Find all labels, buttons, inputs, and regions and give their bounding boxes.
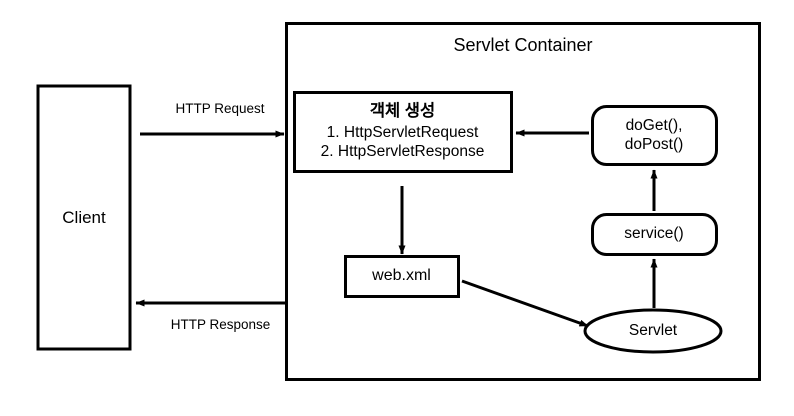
object-creation-line-1: 1. HttpServletRequest <box>326 123 479 141</box>
client-node-label: Client <box>62 207 106 227</box>
object-creation-node-label: 객체 생성 1. HttpServletRequest 2. HttpServl… <box>293 91 512 172</box>
servlet-node-label: Servlet <box>628 322 678 340</box>
web-xml-node-label: web.xml <box>372 267 431 284</box>
do-get-do-post-node-label: doGet(), doPost() <box>591 105 717 165</box>
do-get-do-post-box <box>591 105 718 166</box>
object-creation-title: 객체 생성 <box>369 102 436 121</box>
web-xml-box <box>344 255 460 298</box>
object-creation-box <box>293 91 513 173</box>
http-request-edge-label: HTTP Request <box>175 101 265 116</box>
object-creation-line-2: 2. HttpServletResponse <box>320 143 485 161</box>
do-post-line: doPost() <box>624 136 684 153</box>
http-response-edge-label: HTTP Response <box>170 317 271 332</box>
servlet-container-box <box>285 22 761 381</box>
servlet-ellipse <box>583 308 723 354</box>
servlet-container-title: Servlet Container <box>453 34 593 55</box>
web-xml-to-servlet-arrow <box>461 279 589 328</box>
service-node-label: service() <box>624 225 684 243</box>
service-box <box>591 213 718 256</box>
do-get-line: doGet(), <box>625 116 683 134</box>
client-box <box>36 84 132 351</box>
